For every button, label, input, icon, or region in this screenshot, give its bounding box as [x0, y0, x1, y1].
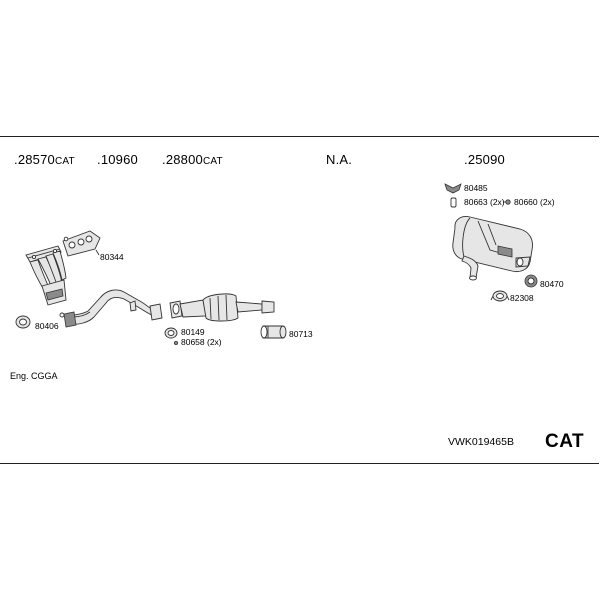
rear-muffler-drawing [452, 216, 533, 281]
part-label-80470: 80470 [540, 279, 564, 289]
part-label-80149: 80149 [181, 327, 205, 337]
part-label-80658: 80658 (2x) [181, 337, 222, 347]
part-label-80344: 80344 [100, 252, 124, 262]
part-label-80485: 80485 [464, 183, 488, 193]
gasket-80149-drawing [164, 327, 178, 339]
exhaust-manifold-drawing [25, 245, 67, 306]
bolt-80658-drawing [173, 340, 178, 345]
kit-reference: VWK019465B [448, 436, 514, 448]
part-label-80663: 80663 (2x) [464, 197, 505, 207]
manifold-gasket-drawing [62, 230, 101, 257]
gasket-82308-drawing [490, 290, 510, 302]
header-28570: .28570CAT [14, 152, 75, 167]
ring-gasket-80406-drawing [15, 315, 31, 329]
nut-80660-drawing [503, 199, 511, 205]
cat-badge: CAT [545, 431, 585, 452]
part-label-80406: 80406 [35, 321, 59, 331]
clamp-80713-drawing [260, 325, 287, 339]
engine-code: Eng. CGGA [10, 371, 58, 381]
part-label-80660: 80660 (2x) [514, 197, 555, 207]
bolt-80663-drawing [450, 197, 457, 208]
catalytic-converter-drawing [169, 293, 275, 322]
header-25090: .25090 [464, 152, 505, 167]
part-label-82308: 82308 [510, 293, 534, 303]
front-pipe-drawing [59, 289, 163, 328]
header-10960: .10960 [97, 152, 138, 167]
header-na: N.A. [326, 152, 353, 167]
part-label-80713: 80713 [289, 329, 313, 339]
clamp-80470-drawing [524, 274, 538, 288]
diagram-frame [0, 136, 599, 464]
header-28800: .28800CAT [162, 152, 223, 167]
rubber-mount-80485-drawing [444, 183, 462, 194]
